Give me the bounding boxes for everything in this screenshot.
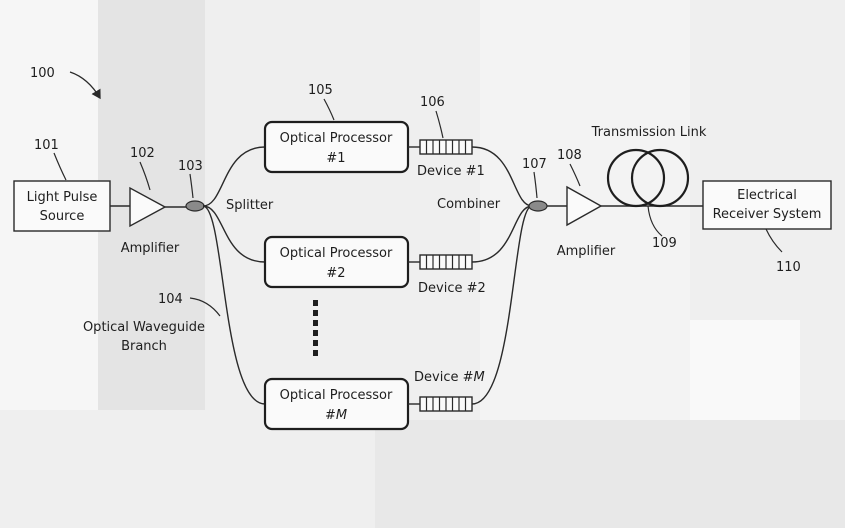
combiner-branch-1: [471, 146, 533, 207]
splitter-ref: 103: [178, 159, 203, 174]
branch-m: [202, 205, 266, 405]
processor-m-line1: Optical Processor: [280, 388, 393, 403]
combiner-label: Combiner: [437, 197, 501, 212]
device-ref: 106: [420, 95, 445, 110]
source-label-line2: Source: [40, 209, 85, 224]
source-label-line1: Light Pulse: [27, 190, 98, 205]
source-ref: 101: [34, 138, 59, 153]
fiber-spool-coil-2: [630, 148, 690, 208]
figure-ref-arrow: [69, 71, 101, 100]
processor-1-line1: Optical Processor: [280, 131, 393, 146]
combiner-branch-2: [471, 205, 533, 263]
processor-1-line2: #1: [326, 151, 345, 166]
combiner-branch-m: [471, 205, 533, 405]
branch-1: [202, 146, 266, 207]
amp2-ref: 108: [557, 148, 582, 163]
branch-2: [202, 205, 266, 263]
source-leader: [53, 152, 67, 181]
device-2-label: Device #2: [418, 281, 486, 296]
amp1-label: Amplifier: [121, 241, 180, 256]
splitter-label: Splitter: [226, 198, 274, 213]
bg-tile: [375, 420, 845, 528]
figure-ref-label: 100: [30, 66, 55, 81]
link-ref: 109: [652, 236, 677, 251]
receiver-ref: 110: [776, 260, 801, 275]
combiner-coupler: [528, 200, 548, 212]
processor-2-line2: #2: [326, 266, 345, 281]
device-2-grating: [419, 254, 473, 270]
light-pulse-source-box: [13, 180, 111, 232]
ellipsis-dots: [313, 300, 318, 356]
transmission-link-label: Transmission Link: [591, 125, 707, 140]
device-m-grating: [419, 396, 473, 412]
processor-2-line1: Optical Processor: [280, 246, 393, 261]
device-1-grating: [419, 139, 473, 155]
device-1-label: Device #1: [417, 164, 485, 179]
receiver-label-line2: Receiver System: [713, 207, 822, 222]
receiver-label-line1: Electrical: [737, 188, 797, 203]
amplifier-2-icon: [566, 185, 603, 227]
electrical-receiver-box: [702, 180, 832, 230]
device-m-label: Device #M: [414, 370, 485, 385]
splitter-coupler: [185, 200, 205, 212]
amplifier-1-icon: [129, 186, 167, 228]
bg-tile: [690, 320, 800, 420]
processor-ref: 105: [308, 83, 333, 98]
amp1-ref: 102: [130, 146, 155, 161]
processor-m-line2: #M: [325, 408, 347, 423]
branch-label-line1: Optical Waveguide: [83, 320, 205, 335]
combiner-ref: 107: [522, 157, 547, 172]
branch-label-line2: Branch: [121, 339, 167, 354]
fiber-spool-coil-1: [606, 148, 666, 208]
amp2-label: Amplifier: [557, 244, 616, 259]
branch-ref: 104: [158, 292, 183, 307]
